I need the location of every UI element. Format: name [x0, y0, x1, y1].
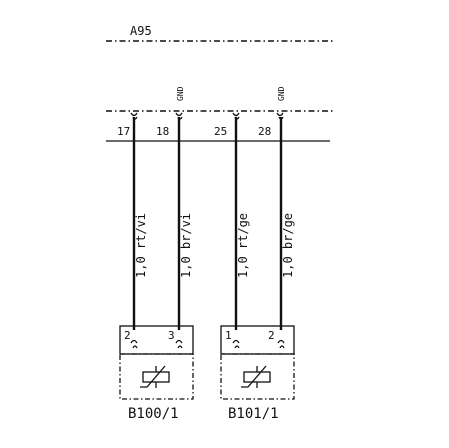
connector-housing: [220, 325, 295, 355]
gnd-label: GND: [277, 86, 286, 101]
wire-label: 1,0 br/vi: [179, 213, 193, 278]
gnd-label: GND: [176, 86, 185, 101]
connector-fork-icon: [232, 339, 240, 349]
component-pin-number: 2: [124, 329, 131, 342]
component-label: B100/1: [128, 406, 179, 422]
pin-18: 18 GND: [156, 86, 185, 138]
control-unit-a95: A95: [106, 24, 333, 142]
ntc-sensor-icon: [140, 365, 170, 388]
wire-4: 1,0 br/ge: [279, 117, 295, 330]
connector-fork-icon: [277, 339, 285, 349]
pin-number: 17: [117, 125, 130, 138]
pin-28: 28 GND: [258, 86, 286, 138]
component-body: [220, 353, 295, 400]
wire-2: 1,0 br/vi: [177, 117, 193, 330]
connector-fork-icon: [130, 339, 138, 349]
ntc-sensor-icon: [241, 365, 271, 388]
wire-label: 1,0 rt/vi: [134, 213, 148, 278]
component-label: B101/1: [228, 406, 279, 422]
component-pin-number: 1: [225, 329, 232, 342]
control-unit-label: A95: [130, 24, 152, 38]
connector-fork-icon: [175, 339, 183, 349]
component-b100-1: 2 3 B100/1: [119, 325, 194, 422]
pin-number: 28: [258, 125, 271, 138]
connector-housing: [119, 325, 194, 355]
component-b101-1: 1 2 B101/1: [220, 325, 295, 422]
component-body: [119, 353, 194, 400]
pin-number: 25: [214, 125, 227, 138]
component-pin-number: 2: [268, 329, 275, 342]
component-pin-number: 3: [168, 329, 175, 342]
wire-3: 1,0 rt/ge: [234, 117, 250, 330]
wire-1: 1,0 rt/vi: [132, 117, 148, 330]
wire-label: 1,0 br/ge: [281, 213, 295, 278]
pin-number: 18: [156, 125, 169, 138]
wire-label: 1,0 rt/ge: [236, 213, 250, 278]
